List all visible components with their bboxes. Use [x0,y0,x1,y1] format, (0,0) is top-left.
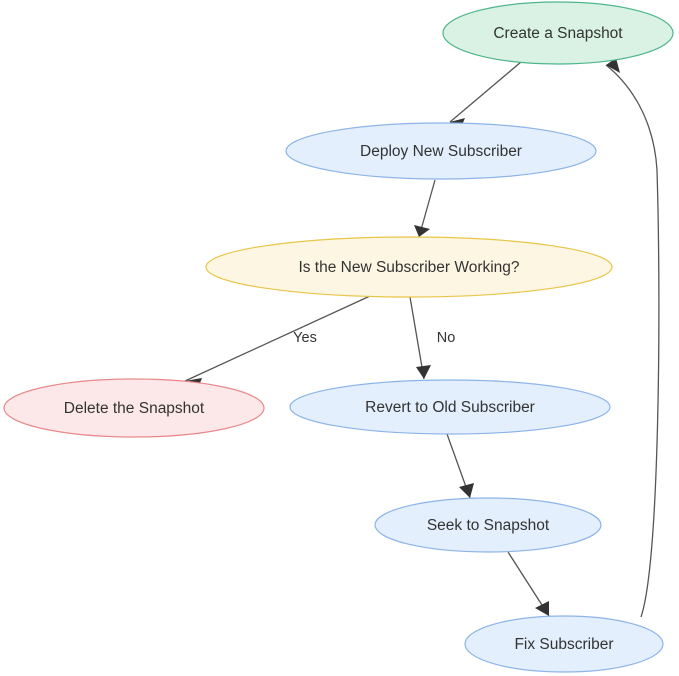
edge-is-new-subscriber-working-to-delete-the-snapshot [184,295,371,391]
edge-line [605,64,660,618]
edge-fix-subscriber-to-create-snapshot [605,58,660,618]
arrow-head-icon [414,225,430,237]
node-fix-subscriber[interactable]: Fix Subscriber [464,615,664,673]
edge-line [184,295,371,382]
node-label-create-snapshot: Create a Snapshot [493,25,623,42]
node-label-seek-to-snapshot: Seek to Snapshot [427,517,550,534]
edge-line [409,296,425,380]
edge-deploy-new-subscriber-to-is-new-subscriber-working [414,179,436,238]
node-label-delete-the-snapshot: Delete the Snapshot [64,400,205,417]
node-label-fix-subscriber: Fix Subscriber [514,636,613,653]
arrow-head-icon [535,601,549,616]
node-seek-to-snapshot[interactable]: Seek to Snapshot [374,497,602,553]
edge-is-new-subscriber-working-to-revert-to-old-subscriber [409,296,431,380]
node-label-revert-to-old-subscriber: Revert to Old Subscriber [365,399,535,416]
node-create-snapshot[interactable]: Create a Snapshot [442,1,674,65]
node-shape-ellipse[interactable] [442,1,674,65]
node-shape-ellipse[interactable] [464,615,664,673]
edge-seek-to-snapshot-to-fix-subscriber [507,551,550,617]
edge-labels-layer: Yes No [293,330,455,346]
node-shape-ellipse[interactable] [289,379,611,435]
node-shape-ellipse[interactable] [285,122,597,180]
arrow-head-icon [606,58,620,73]
edge-label-no: No [437,330,456,346]
node-deploy-new-subscriber[interactable]: Deploy New Subscriber [285,122,597,180]
node-label-deploy-new-subscriber: Deploy New Subscriber [360,143,522,160]
edges-layer [184,58,660,618]
edge-line [449,61,522,123]
node-shape-ellipse[interactable] [3,378,265,438]
edge-label-yes: Yes [293,330,317,346]
edge-revert-to-old-subscriber-to-seek-to-snapshot [446,433,474,499]
arrow-head-icon [459,483,474,498]
node-shape-ellipse[interactable] [374,497,602,553]
node-revert-to-old-subscriber[interactable]: Revert to Old Subscriber [289,379,611,435]
node-label-is-new-subscriber-working: Is the New Subscriber Working? [298,259,519,276]
node-is-new-subscriber-working[interactable]: Is the New Subscriber Working? [205,236,613,298]
node-delete-the-snapshot[interactable]: Delete the Snapshot [3,378,265,438]
edge-create-snapshot-to-deploy-new-subscriber [449,61,522,132]
node-shape-ellipse[interactable] [205,236,613,298]
arrow-head-icon [416,365,431,379]
